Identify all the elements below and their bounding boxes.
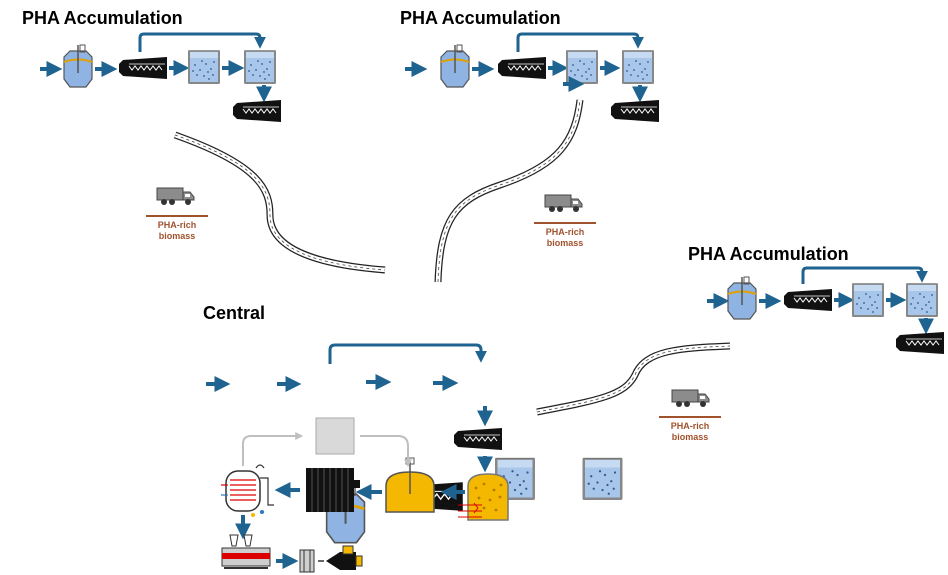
truck-icon <box>671 389 710 408</box>
site-3-flow <box>707 266 945 355</box>
transport-label-3: PHA-rich biomass <box>655 416 725 443</box>
pellet-cutter-icon <box>299 549 315 573</box>
tank-icon <box>582 457 623 500</box>
tank-icon <box>244 50 276 84</box>
screw-press-icon <box>453 427 503 451</box>
extruder-icon <box>221 534 271 569</box>
tank-icon <box>906 283 938 317</box>
label-line1: PHA-rich <box>157 220 197 230</box>
screw-press-icon <box>895 331 945 355</box>
bypass-arrow <box>516 32 644 52</box>
bypass-arrow <box>138 32 266 52</box>
label-line1: PHA-rich <box>545 227 585 237</box>
reactor-icon <box>440 44 470 88</box>
road-3 <box>536 342 731 416</box>
recycle-arrow <box>360 435 412 468</box>
truck-icon <box>156 187 195 206</box>
recovery-unit-icon <box>315 417 355 455</box>
recycle-arrow <box>242 432 304 466</box>
site-title-2: PHA Accumulation <box>400 8 561 28</box>
site-title-3: PHA Accumulation <box>688 244 849 264</box>
bypass-arrow <box>328 343 487 364</box>
road-1 <box>173 131 386 274</box>
evaporator-icon <box>221 464 274 517</box>
tank-icon <box>188 50 220 84</box>
label-rule <box>146 215 208 217</box>
reactor-icon <box>727 276 757 320</box>
label-rule <box>659 416 721 418</box>
central-title: Central <box>203 303 266 323</box>
label-rule <box>534 222 596 224</box>
screw-press-icon <box>610 99 660 123</box>
label-line2: biomass <box>671 432 709 442</box>
road-2 <box>434 99 584 283</box>
site-2-flow <box>405 32 660 123</box>
transport-label-2: PHA-rich biomass <box>530 222 600 249</box>
dryer-icon <box>458 473 509 521</box>
screw-press-icon <box>497 56 547 80</box>
central-flow <box>206 343 623 573</box>
site-1-flow <box>40 32 282 123</box>
screw-press-icon <box>783 288 833 312</box>
truck-icon <box>544 194 583 213</box>
tank-icon <box>566 50 598 84</box>
site-title-1: PHA Accumulation <box>22 8 183 28</box>
reactor-icon <box>63 44 93 88</box>
label-line2: biomass <box>158 231 196 241</box>
extraction-tank-icon <box>385 457 435 513</box>
screw-press-icon <box>118 56 168 80</box>
pelletizer-icon <box>326 545 363 570</box>
label-line2: biomass <box>546 238 584 248</box>
tank-icon <box>852 283 884 317</box>
transport-label-1: PHA-rich biomass <box>142 215 212 242</box>
label-line1: PHA-rich <box>670 421 710 431</box>
filter-press-icon <box>306 468 360 512</box>
tank-icon <box>622 50 654 84</box>
bypass-arrow <box>801 266 928 284</box>
screw-press-icon <box>232 99 282 123</box>
